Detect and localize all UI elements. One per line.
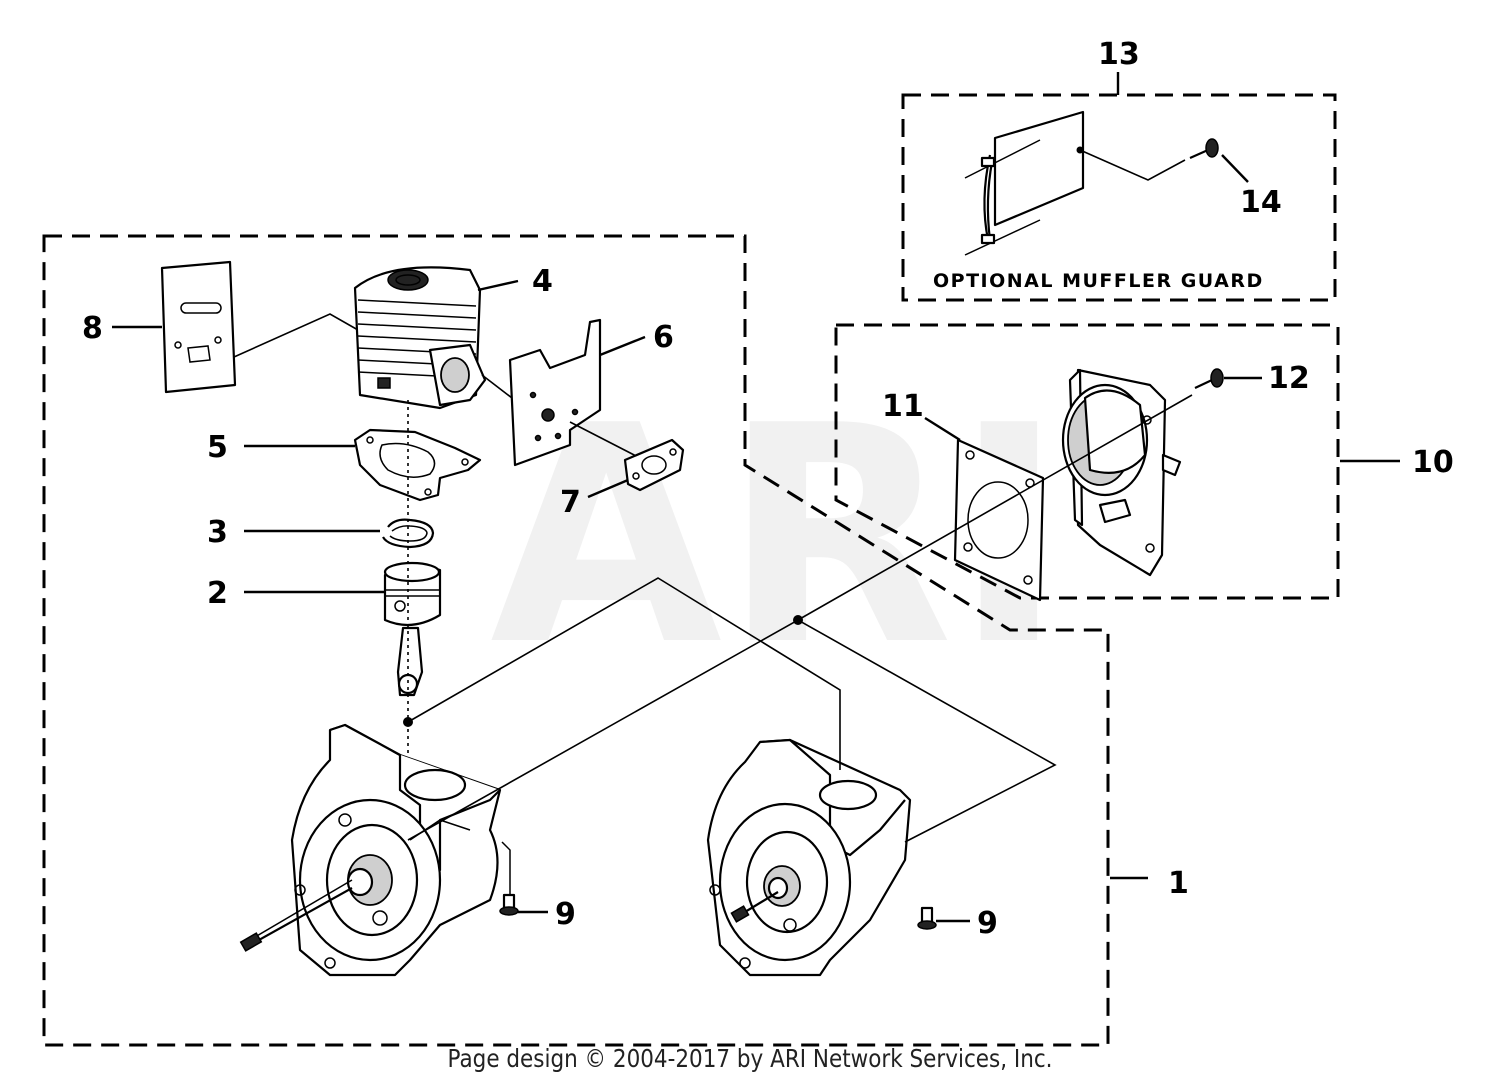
insulator-part bbox=[508, 318, 602, 467]
screw-right-part bbox=[917, 906, 937, 930]
copyright-footer: Page design © 2004-2017 by ARI Network S… bbox=[447, 1044, 1053, 1073]
engine-assembly-box bbox=[42, 234, 1110, 1047]
crankcase-left-part bbox=[239, 723, 502, 977]
muffler-guard-box bbox=[901, 93, 1337, 302]
callout-7: 7 bbox=[560, 485, 581, 520]
muffler-gasket-part bbox=[953, 438, 1045, 602]
callout-1: 1 bbox=[1168, 866, 1189, 901]
guard-screw-part bbox=[1189, 138, 1219, 160]
callout-9-left: 9 bbox=[555, 897, 576, 932]
callout-3: 3 bbox=[207, 515, 228, 550]
screw-left-part bbox=[499, 841, 519, 916]
callout-10: 10 bbox=[1412, 445, 1454, 480]
spark-plate-part bbox=[160, 260, 237, 394]
callout-6: 6 bbox=[653, 320, 674, 355]
muffler-guard-label: OPTIONAL MUFFLER GUARD bbox=[933, 270, 1264, 292]
callout-12: 12 bbox=[1268, 361, 1310, 396]
muffler-screw-part bbox=[1194, 368, 1224, 389]
base-gasket-part bbox=[353, 428, 482, 502]
intake-gasket-part bbox=[623, 438, 685, 492]
callout-2: 2 bbox=[207, 576, 228, 611]
callout-9-right: 9 bbox=[977, 906, 998, 941]
callout-8: 8 bbox=[82, 311, 103, 346]
cylinder-part bbox=[353, 266, 487, 410]
muffler-assembly-box bbox=[834, 323, 1340, 600]
callout-4: 4 bbox=[532, 264, 553, 299]
piston-part bbox=[383, 561, 442, 697]
callout-11: 11 bbox=[882, 389, 924, 424]
muffler-part bbox=[1061, 368, 1182, 577]
callout-13: 13 bbox=[1098, 37, 1140, 72]
callout-5: 5 bbox=[207, 430, 228, 465]
crankcase-right-part bbox=[706, 738, 912, 977]
muffler-guard-part bbox=[964, 110, 1085, 256]
callout-14: 14 bbox=[1240, 185, 1282, 220]
